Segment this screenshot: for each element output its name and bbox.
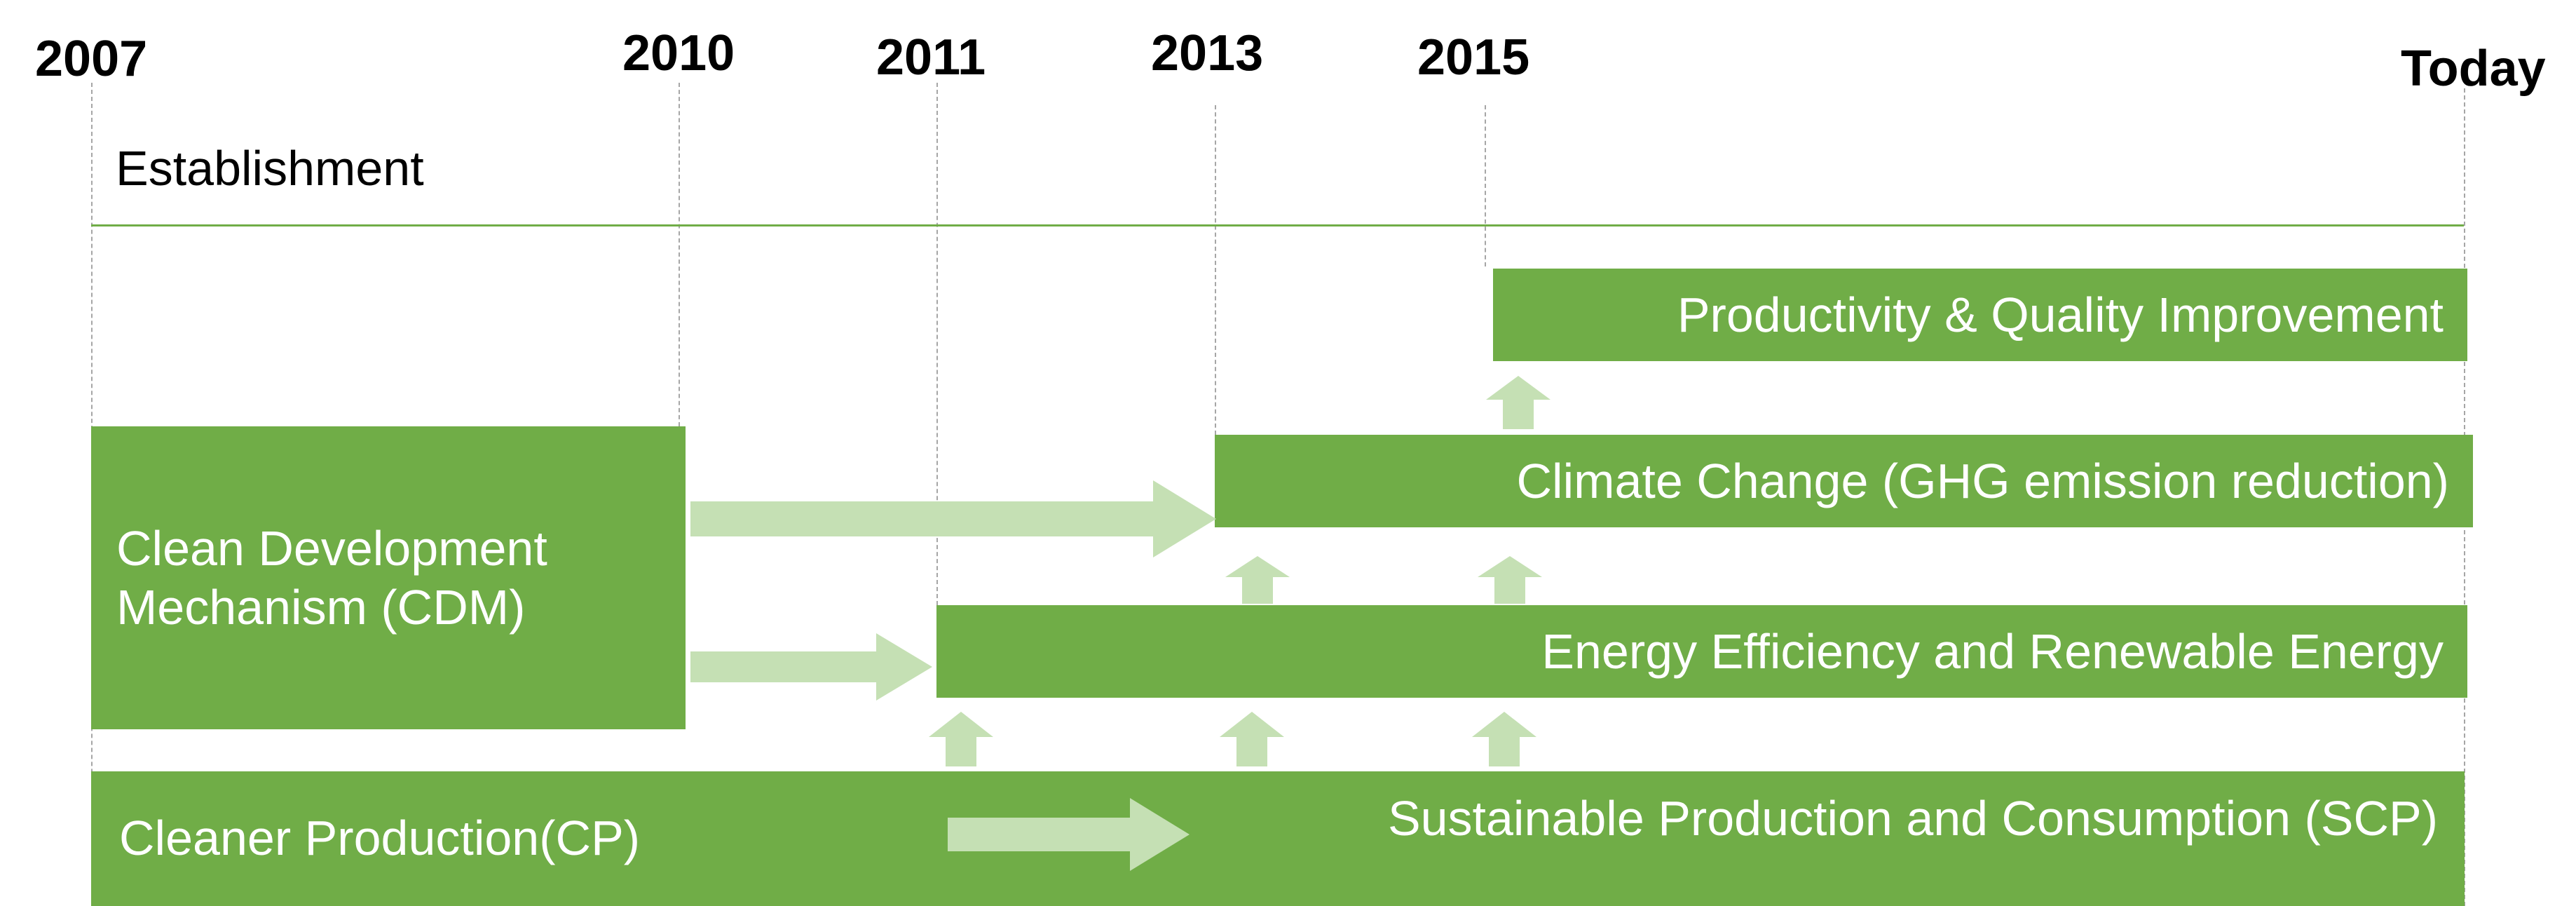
cleaner-production-label: Cleaner Production(CP) — [119, 811, 641, 865]
gridline-2010 — [679, 83, 680, 426]
establishment-line — [91, 224, 2464, 226]
year-label-2010: 2010 — [622, 25, 735, 81]
productivity-quality-label: Productivity & Quality Improvement — [1677, 288, 2444, 342]
arrow-right-cdm-to-climate — [690, 480, 1216, 557]
productivity-quality-bar: Productivity & Quality Improvement — [1493, 269, 2467, 361]
energy-efficiency-label: Energy Efficiency and Renewable Energy — [1541, 624, 2444, 679]
climate-change-label: Climate Change (GHG emission reduction) — [1516, 454, 2449, 508]
establishment-label: Establishment — [116, 141, 424, 196]
arrow-right-cdm-to-energy — [690, 633, 932, 701]
arrow-right-cp-to-scp — [948, 798, 1190, 871]
year-label-2013: 2013 — [1151, 25, 1264, 81]
year-label-2011: 2011 — [876, 29, 986, 86]
gridline-2013 — [1215, 105, 1216, 435]
arrow-up-2015-to-energy — [1472, 712, 1536, 766]
year-label-today: Today — [2401, 41, 2546, 97]
arrow-up-2013-to-energy — [1220, 712, 1284, 766]
arrow-up-2013-to-climate — [1225, 556, 1290, 604]
gridline-2011 — [936, 83, 938, 605]
climate-change-bar: Climate Change (GHG emission reduction) — [1215, 435, 2473, 527]
energy-efficiency-bar: Energy Efficiency and Renewable Energy — [936, 605, 2467, 698]
arrow-up-2015-to-climate — [1478, 556, 1542, 604]
arrow-up-energy-to-productivity — [1486, 376, 1551, 429]
year-label-2015: 2015 — [1417, 29, 1530, 86]
scp-label: Sustainable Production and Consumption (… — [1387, 791, 2438, 846]
cdm-bar: Clean Development Mechanism (CDM) — [91, 426, 686, 729]
year-label-2007: 2007 — [35, 31, 148, 87]
cleaner-production-bar: Cleaner Production(CP) Sustainable Produ… — [91, 771, 2465, 906]
gridline-2015 — [1485, 105, 1486, 266]
arrow-up-2011-to-energy — [929, 712, 993, 766]
cdm-label: Clean Development Mechanism (CDM) — [116, 521, 547, 635]
